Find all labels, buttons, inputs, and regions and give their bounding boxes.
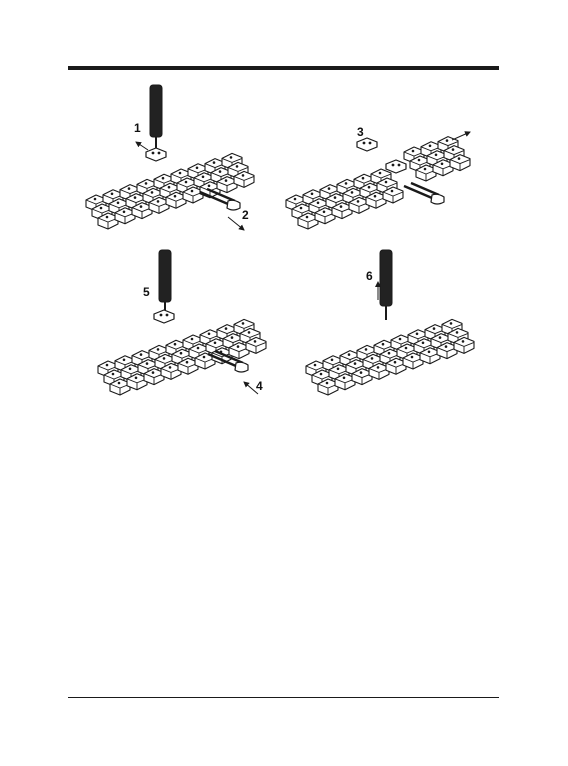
- step-1-label: 1: [134, 122, 141, 134]
- screwdriver-tool: [380, 250, 392, 320]
- arrow-1-icon: [136, 142, 148, 150]
- panel-step-4-5: [98, 250, 266, 395]
- link-clip: [386, 160, 406, 173]
- link-clip: [146, 148, 166, 161]
- step-5-label: 5: [143, 286, 150, 298]
- bracelet-strip: [98, 319, 266, 395]
- removed-link: [357, 138, 377, 151]
- screwdriver-tool: [159, 250, 171, 316]
- link-pins: [404, 183, 444, 204]
- panel-step-6: [306, 250, 474, 395]
- bracelet-strip: [286, 169, 403, 229]
- step-6-label: 6: [366, 270, 373, 282]
- link-clip: [154, 310, 174, 323]
- bottom-rule: [68, 697, 499, 698]
- step-2-label: 2: [242, 209, 249, 221]
- step-3-label: 3: [357, 126, 364, 138]
- bracelet-strip: [306, 319, 474, 395]
- panel-step-1-2: [86, 85, 254, 230]
- arrow-3-icon: [452, 132, 470, 140]
- step-4-label: 4: [256, 380, 263, 392]
- screwdriver-tool: [150, 85, 162, 151]
- panel-step-3: [286, 132, 470, 229]
- bracelet-strip: [404, 137, 470, 181]
